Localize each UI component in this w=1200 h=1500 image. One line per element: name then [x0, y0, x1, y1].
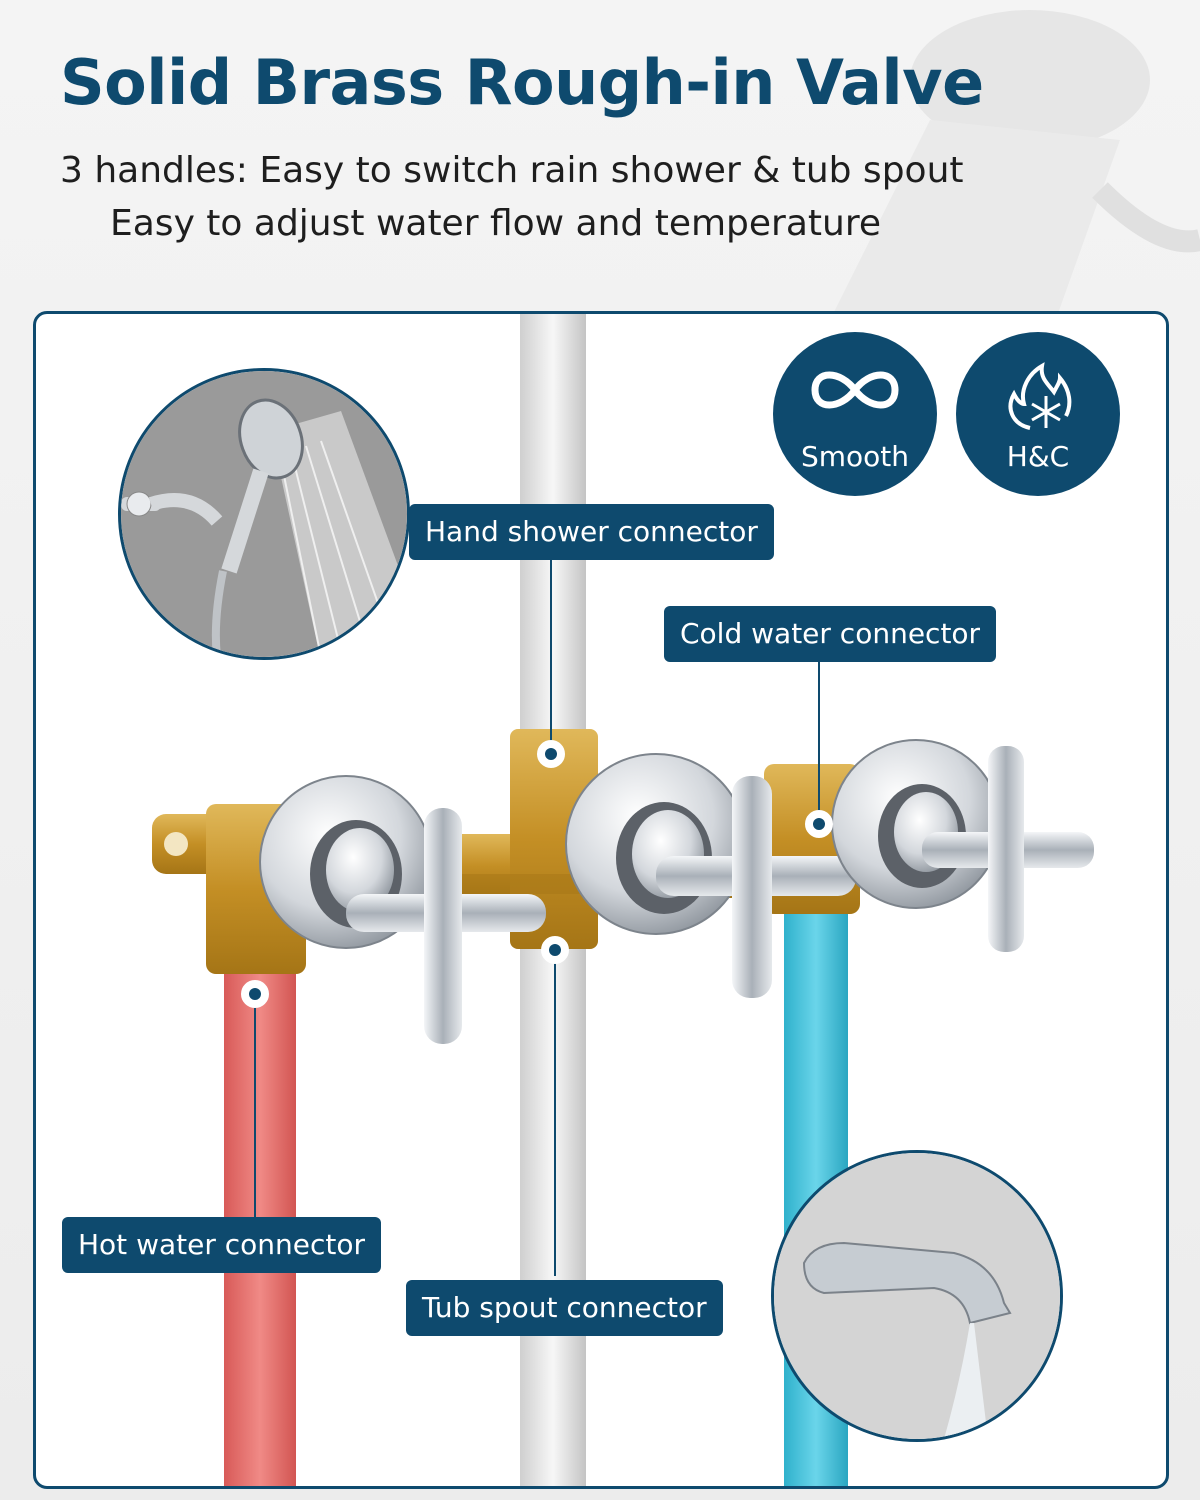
hot-cold-badge-label: H&C [1006, 440, 1070, 473]
hand-shower-dot [537, 740, 565, 768]
subtitle-line-1: 3 handles: Easy to switch rain shower & … [60, 150, 964, 191]
hot-cold-badge: H&C [956, 332, 1120, 496]
hot-water-connector-label: Hot water connector [62, 1217, 381, 1273]
handle-left [259, 775, 546, 1044]
cold-water-connector-label: Cold water connector [664, 606, 997, 662]
hand-shower-photo [121, 371, 407, 657]
hand-shower-connector-label: Hand shower connector [409, 504, 774, 560]
tub-spout-dot [541, 936, 569, 964]
flame-snowflake-icon [956, 360, 1120, 436]
smooth-badge-label: Smooth [800, 440, 910, 473]
infinity-icon [773, 360, 937, 424]
product-panel: Smooth H&C Hand shower connector Cold wa… [33, 311, 1169, 1489]
tub-spout-inset [771, 1150, 1063, 1442]
handle-right [831, 739, 1094, 952]
hand-shower-inset [118, 368, 410, 660]
handle-center [565, 753, 856, 998]
smooth-badge: Smooth [773, 332, 937, 496]
hot-water-dot [241, 980, 269, 1008]
cold-water-dot [805, 810, 833, 838]
tub-spout-photo [774, 1153, 1060, 1439]
tub-spout-connector-label: Tub spout connector [406, 1280, 723, 1336]
page-title: Solid Brass Rough-in Valve [60, 46, 984, 119]
subtitle-line-2: Easy to adjust water flow and temperatur… [110, 203, 881, 244]
